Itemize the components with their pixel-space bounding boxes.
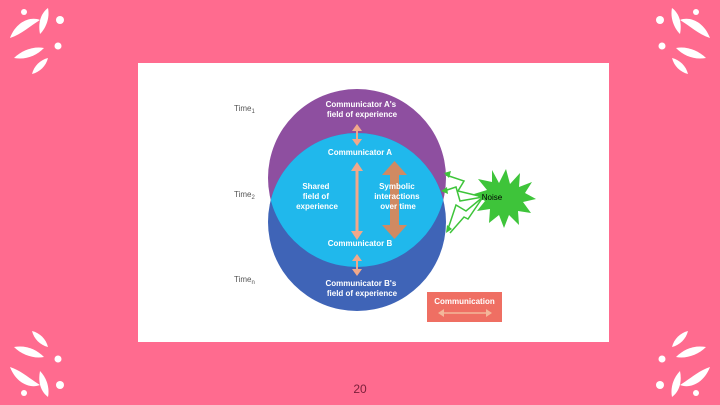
time-1-label: Time1 <box>234 104 255 115</box>
noise-label: Noise <box>482 193 503 202</box>
corner-splash-decoration <box>0 315 90 405</box>
noise-arrowheads <box>441 171 452 233</box>
exchange-arrow-top <box>352 124 362 146</box>
noise-interference-lines <box>443 174 484 234</box>
corner-splash-decoration <box>0 0 90 90</box>
exchange-arrow-bottom <box>352 254 362 276</box>
corner-splash-decoration <box>630 315 720 405</box>
noise-starburst <box>474 169 536 228</box>
communicator-b-field-label: Communicator B's field of experience <box>325 279 398 298</box>
communication-model-figure: Time1 Time2 Timen Communicator A's field… <box>138 63 609 342</box>
legend-arrow <box>438 309 492 317</box>
page-number: 20 <box>353 382 367 396</box>
time-2-label: Time2 <box>234 190 255 201</box>
exchange-arrow-center <box>351 162 363 240</box>
symbolic-interactions-label: Symbolic interactions over time <box>374 182 422 211</box>
communication-model-diagram: Time1 Time2 Timen Communicator A's field… <box>234 89 536 322</box>
communicator-b-label: Communicator B <box>328 239 393 248</box>
communicator-a-field-label: Communicator A's field of experience <box>326 100 399 119</box>
legend-label: Communication <box>434 297 495 306</box>
corner-splash-decoration <box>630 0 720 90</box>
communication-legend: Communication <box>427 292 502 322</box>
symbolic-interactions-arrow <box>382 161 407 239</box>
communicator-a-label: Communicator A <box>328 148 392 157</box>
shared-field-label: Shared field of experience <box>296 182 338 211</box>
time-n-label: Timen <box>234 275 255 286</box>
